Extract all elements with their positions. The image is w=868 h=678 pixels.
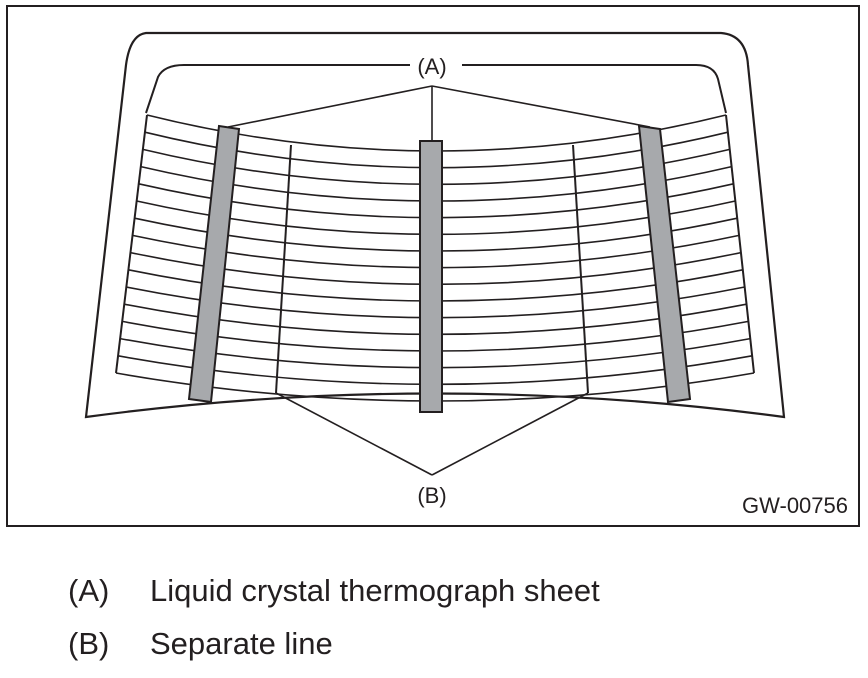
figure-code: GW-00756 (742, 493, 848, 518)
legend-text-a: Liquid crystal thermograph sheet (150, 573, 600, 608)
frame-border (6, 5, 860, 527)
legend-item-a: (A) Liquid crystal thermograph sheet (68, 575, 600, 606)
callout-b-label: (B) (417, 483, 446, 508)
inner-outline-left (145, 64, 410, 114)
rear-window-diagram: (A) (B) GW-00756 (6, 5, 860, 527)
thermograph-sheet-left (187, 124, 241, 404)
thermograph-sheet-center (419, 140, 443, 413)
separate-line-left (275, 144, 292, 394)
callout-a-label: (A) (417, 54, 446, 79)
leader-lines-a (227, 85, 651, 141)
legend-key-a: (A) (68, 573, 110, 608)
glass-outline (84, 31, 786, 419)
legend-item-b: (B) Separate line (68, 628, 333, 659)
inner-outline-right (462, 64, 727, 114)
grid-left-edge (115, 114, 148, 374)
thermograph-sheet-right (637, 124, 692, 404)
grid-right-edge (725, 114, 755, 374)
figure-frame: (A) (B) GW-00756 (6, 5, 860, 527)
legend-key-b: (B) (68, 626, 110, 661)
legend-text-b: Separate line (150, 626, 333, 661)
leader-lines-b (275, 392, 589, 476)
separate-line-right (572, 144, 589, 394)
